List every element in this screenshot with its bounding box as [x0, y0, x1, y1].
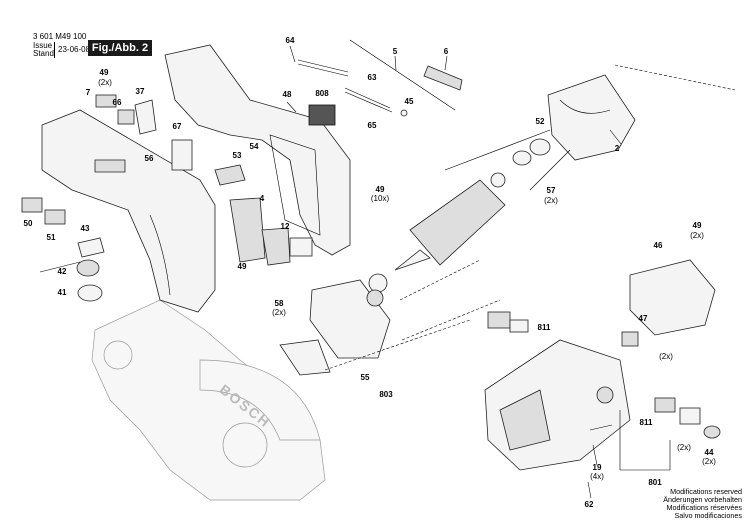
small-parts-left — [21, 94, 246, 302]
callout-58: 58 — [274, 299, 284, 308]
issue-date: 23-06-08 — [58, 45, 91, 54]
qty-44-a: (2x) — [677, 443, 691, 452]
callout-811-b: 811 — [639, 418, 653, 427]
callout-50: 50 — [23, 219, 33, 228]
callout-54: 54 — [249, 142, 259, 151]
callout-47: 47 — [638, 314, 648, 323]
callout-2: 2 — [614, 144, 620, 153]
figure-label: Fig./Abb. 2 — [88, 40, 152, 56]
callout-67: 67 — [172, 122, 182, 131]
bearing-plate — [279, 279, 391, 376]
callout-808: 808 — [315, 89, 329, 98]
callout-42: 42 — [57, 267, 67, 276]
callout-7: 7 — [85, 88, 91, 97]
callout-62: 62 — [584, 500, 594, 509]
callout-63: 63 — [367, 73, 377, 82]
stand-label: Stand — [33, 49, 54, 58]
switch-module — [229, 197, 313, 266]
gear-housing — [484, 339, 631, 471]
callout-48: 48 — [282, 90, 292, 99]
callout-801: 801 — [648, 478, 662, 487]
callout-43: 43 — [80, 224, 90, 233]
callout-57: 57 — [546, 186, 556, 195]
callout-19: 19 — [592, 463, 602, 472]
callout-44: 44 — [704, 448, 714, 457]
callout-12: 12 — [280, 222, 290, 231]
issue-label: Issue — [33, 41, 53, 50]
callout-41: 41 — [57, 288, 67, 297]
callout-66: 66 — [112, 98, 122, 107]
callout-4: 4 — [259, 194, 265, 203]
modifications-line-de: Änderungen vorbehalten — [663, 495, 742, 504]
motor-cover — [621, 259, 716, 347]
rods-and-brushes — [297, 39, 463, 126]
handle-housing-right — [164, 44, 351, 256]
qty-19: (4x) — [590, 472, 604, 481]
callout-64: 64 — [285, 36, 295, 45]
callout-6: 6 — [443, 47, 449, 56]
callout-49-c: 49 — [237, 262, 247, 271]
motor-field — [529, 64, 736, 191]
callout-49-d: 49 — [692, 221, 702, 230]
callout-37: 37 — [135, 87, 145, 96]
callout-5: 5 — [392, 47, 398, 56]
leader-lines — [286, 45, 671, 499]
callout-65: 65 — [367, 121, 377, 130]
qty-49-d: (2x) — [690, 231, 704, 240]
modifications-line-fr: Modifications réservées — [666, 503, 742, 512]
qty-47: (2x) — [659, 352, 673, 361]
callout-56: 56 — [144, 154, 154, 163]
callout-811-a: 811 — [537, 323, 551, 332]
couplings — [487, 311, 721, 439]
header-separator — [54, 42, 55, 58]
callout-53: 53 — [232, 151, 242, 160]
callout-49-b: 49 — [375, 185, 385, 194]
bearings — [512, 138, 551, 166]
callout-803: 803 — [379, 390, 393, 399]
qty-49-b: (10x) — [370, 194, 390, 203]
armature — [368, 129, 551, 293]
callout-46: 46 — [653, 241, 663, 250]
qty-44-b: (2x) — [702, 457, 716, 466]
callout-49-a: 49 — [99, 68, 109, 77]
callout-51: 51 — [46, 233, 56, 242]
saw-housing-ghost — [91, 299, 326, 501]
modifications-line-en: Modifications reserved — [670, 487, 742, 496]
callout-55: 55 — [360, 373, 370, 382]
document-number: 3 601 M49 100 — [33, 32, 87, 41]
modifications-line-es: Salvo modificaciones — [674, 511, 742, 520]
qty-57: (2x) — [544, 196, 558, 205]
qty-58: (2x) — [272, 308, 286, 317]
callout-52: 52 — [535, 117, 545, 126]
qty-49-a: (2x) — [98, 78, 112, 87]
callout-45: 45 — [404, 97, 414, 106]
